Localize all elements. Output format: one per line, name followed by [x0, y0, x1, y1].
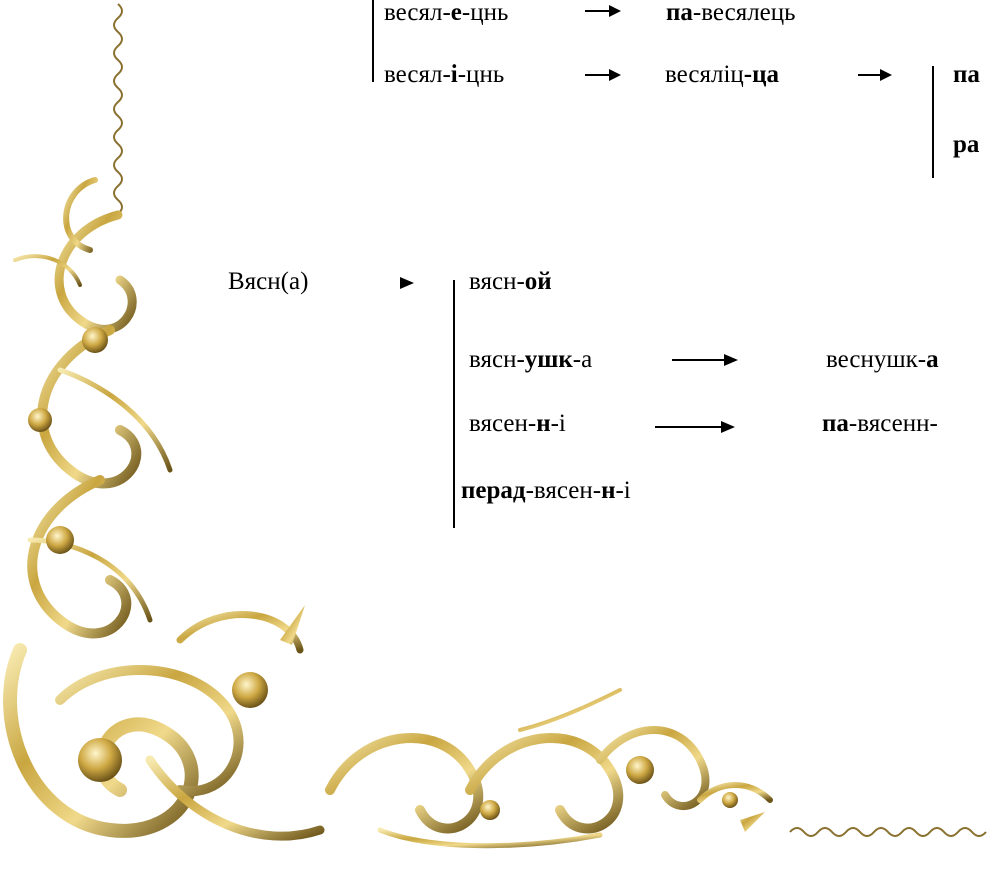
- word-vesyalets-root-e: весял-е-цнь: [384, 0, 509, 26]
- word-vyasnoi: вясн-ой: [469, 268, 552, 295]
- word-pa-truncated: па: [953, 61, 980, 88]
- arrow-right-icon: [585, 69, 621, 81]
- arrow-right-icon: [585, 5, 621, 17]
- arrow-right-icon: [655, 421, 735, 433]
- word-vesyalitsa: весяліц-ца: [665, 61, 780, 88]
- root-word-vyasna: Вясн(а): [228, 268, 309, 295]
- word-vyasenni: вясен-н-і: [469, 410, 566, 437]
- word-perad-vyasenni: перад-вясен-н-і: [461, 477, 631, 504]
- arrow-right-icon: [672, 354, 738, 366]
- bracket-line-2: [932, 66, 934, 178]
- word-ra-truncated: ра: [953, 131, 980, 158]
- word-pa-vyasenni: па-вясенн-: [822, 410, 938, 437]
- arrow-right-icon: [858, 69, 892, 81]
- word-vesyalits-root-i: весял-і-цнь: [384, 61, 505, 88]
- word-vesnushka: веснушк-а: [826, 346, 939, 373]
- bracket-line-1: [372, 0, 374, 82]
- word-vyasnushka: вясн-ушк-а: [469, 346, 593, 373]
- triangle-arrow-icon: [400, 277, 414, 289]
- word-pa-vesyalets: па-весялець: [666, 0, 796, 26]
- bracket-line-3: [453, 280, 455, 528]
